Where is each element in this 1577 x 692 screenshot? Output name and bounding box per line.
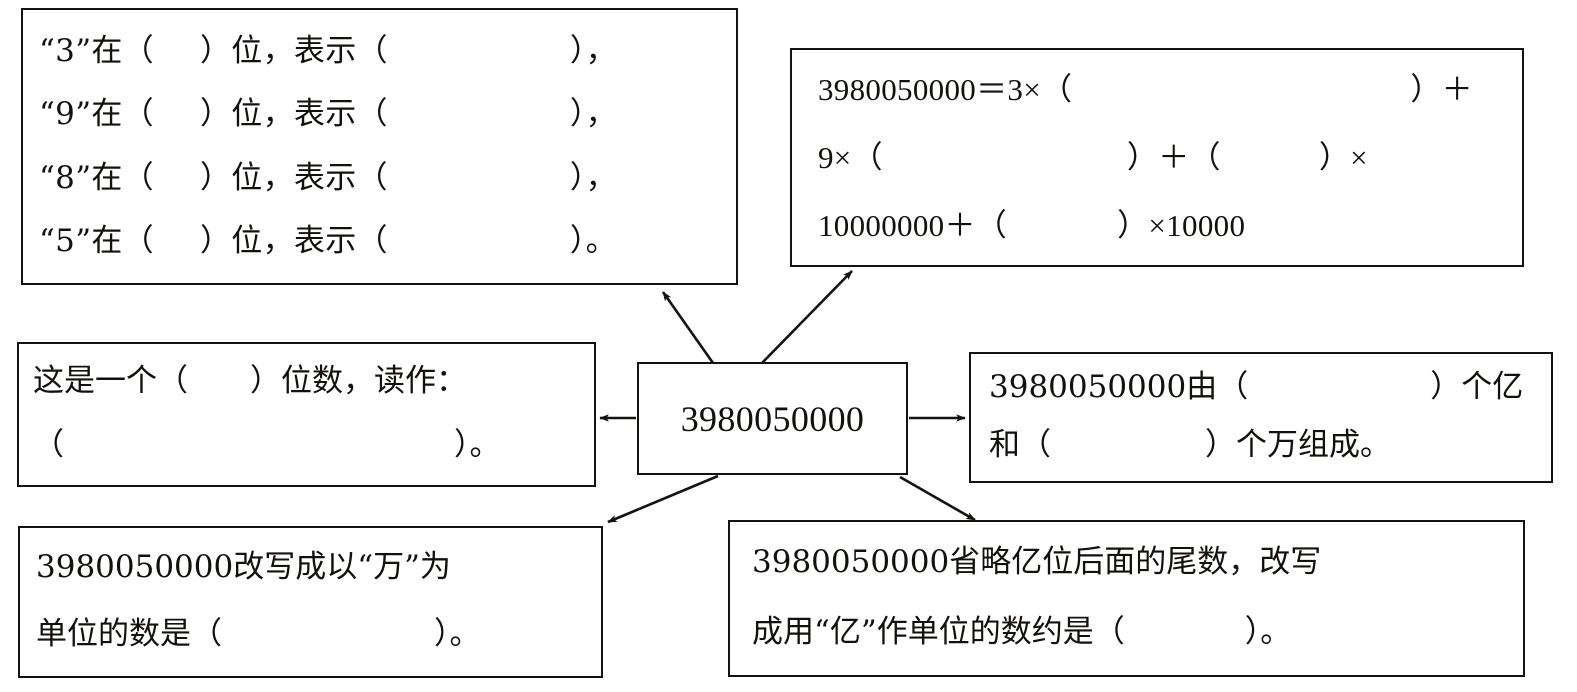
node-round-yi: 3980050000省略亿位后面的尾数，改写 成用“亿”作单位的数约是（ ）。 xyxy=(728,520,1525,677)
digit-mid: ）位，表示（ xyxy=(199,96,388,133)
node-expanded-form: 3980050000＝3×（ ）＋ 9×（ ）＋（ ）× 10000000＋（ ）×10… xyxy=(790,48,1524,267)
compose-l2-b: ）个万组成。 xyxy=(1205,427,1391,464)
expanded-line-2: 9×（ ）＋（ ）× xyxy=(818,142,1522,173)
digit-prefix: 在（ xyxy=(91,159,154,196)
yi-l2-a: 成用“亿”作单位的数约是（ xyxy=(752,613,1125,650)
digit-label: “8” xyxy=(39,159,92,196)
compose-l1-a: 3980050000由（ xyxy=(989,368,1249,405)
compose-l2-a: 和（ xyxy=(989,427,1051,464)
expanded-l2-a: 9×（ xyxy=(818,139,883,175)
digit-suffix: ）， xyxy=(569,159,617,196)
node-digit-places: “3”在（）位，表示（）， “9”在（）位，表示（）， “8”在（）位，表示（）… xyxy=(21,8,738,285)
readas-l1-a: 这是一个（ xyxy=(33,363,188,400)
expanded-l1-b: ）＋ xyxy=(1410,72,1473,108)
digit-place-row: “9”在（ ）位，表示（ ）， xyxy=(39,99,736,130)
expanded-line-3: 10000000＋（ ）×10000 xyxy=(818,210,1522,241)
digit-prefix: 在（ xyxy=(91,222,154,259)
readas-line-1: 这是一个（ ）位数，读作： xyxy=(33,366,594,397)
compose-line-1: 3980050000由（ ）个亿 xyxy=(989,368,1551,405)
compose-line-2: 和（ ）个万组成。 xyxy=(989,430,1551,461)
wan-line-2: 单位的数是（ ）。 xyxy=(36,619,601,650)
wan-line-1: 3980050000改写成以“万”为 xyxy=(36,549,451,585)
wan-l2-a: 单位的数是（ xyxy=(36,616,222,652)
digit-suffix: ）。 xyxy=(569,222,617,259)
readas-l1-b: ）位数，读作： xyxy=(250,363,467,400)
node-read-as: 这是一个（ ）位数，读作： （ ）。 xyxy=(17,342,596,487)
yi-line-2: 成用“亿”作单位的数约是（ ）。 xyxy=(752,613,1523,650)
digit-place-row: “8”在（ ）位，表示（ ）， xyxy=(39,159,736,196)
digit-mid: ）位，表示（ xyxy=(199,222,388,259)
digit-place-row: “5”在（ ）位，表示（ ）。 xyxy=(39,222,736,259)
arrow-center-to-yi xyxy=(899,475,976,522)
expanded-l2-b: ）＋（ xyxy=(1126,139,1221,175)
yi-line-1: 3980050000省略亿位后面的尾数，改写 xyxy=(752,544,1322,581)
node-rewrite-wan: 3980050000改写成以“万”为 单位的数是（ ）。 xyxy=(18,526,603,678)
digit-suffix: ）， xyxy=(569,33,617,70)
node-composition: 3980050000由（ ）个亿 和（ ）个万组成。 xyxy=(969,352,1553,483)
readas-l2-a: （ xyxy=(33,426,64,463)
node-center-number: 3980050000 xyxy=(637,362,908,475)
digit-suffix: ）， xyxy=(569,96,617,133)
digit-prefix: 在（ xyxy=(91,96,154,133)
digit-label: “5” xyxy=(39,222,92,259)
readas-line-2: （ ）。 xyxy=(33,426,594,463)
readas-l2-b: ）。 xyxy=(454,426,501,463)
digit-mid: ）位，表示（ xyxy=(199,33,388,70)
digit-label: “3” xyxy=(39,33,92,70)
expanded-l2-c: ）× xyxy=(1318,139,1368,175)
expanded-line-1: 3980050000＝3×（ ）＋ xyxy=(818,74,1522,105)
yi-l2-b: ）。 xyxy=(1244,613,1292,650)
digit-mid: ）位，表示（ xyxy=(199,159,388,196)
center-number-text: 3980050000 xyxy=(680,398,865,439)
arrow-center-to-digits xyxy=(661,291,715,364)
arrow-center-to-wan xyxy=(607,474,719,524)
arrow-center-to-expanded xyxy=(761,270,853,364)
digit-prefix: 在（ xyxy=(91,33,154,70)
digit-place-row: “3”在（ ）位，表示（ ）， xyxy=(39,36,736,67)
compose-l1-b: ）个亿 xyxy=(1430,368,1524,405)
wan-l2-b: ）。 xyxy=(434,616,481,652)
expanded-l3-b: ）×10000 xyxy=(1117,207,1246,243)
expanded-l3-a: 10000000＋（ xyxy=(818,207,1008,243)
digit-label: “9” xyxy=(39,96,92,133)
expanded-l1-a: 3980050000＝3×（ xyxy=(818,72,1073,108)
